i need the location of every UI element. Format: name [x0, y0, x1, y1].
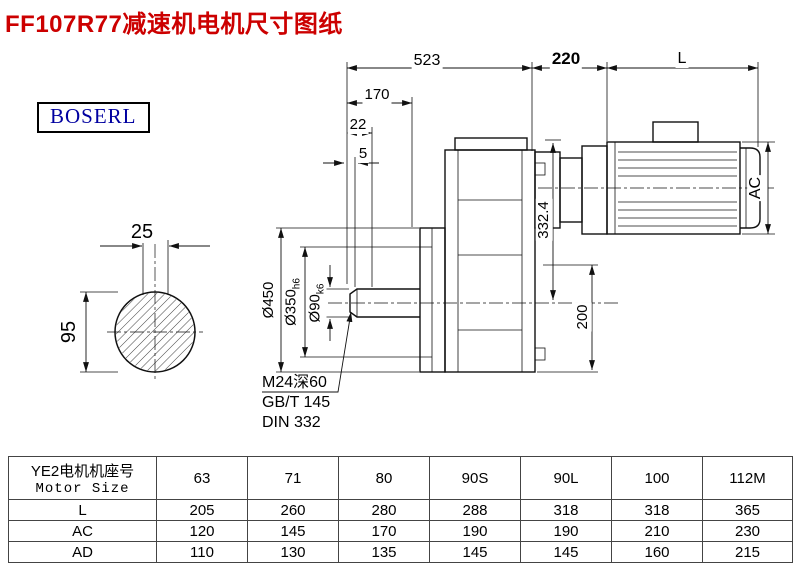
cell: 288	[429, 499, 521, 521]
cell: 145	[247, 520, 339, 542]
cell: 170	[338, 520, 430, 542]
dim-spigot-diameter: Ø350h6	[282, 276, 303, 328]
brand-badge: BOSERL	[37, 102, 150, 133]
table-row-AC: AC 120 145 170 190 190 210 230	[8, 520, 793, 542]
dim-shaft-tolerance: k6	[315, 283, 327, 295]
dim-shaft-diameter: Ø90k6	[306, 281, 327, 325]
col-header-90S: 90S	[429, 456, 521, 500]
cell: 110	[156, 541, 248, 563]
page-title: FF107R77减速机电机尺寸图纸	[5, 11, 343, 38]
cell: 190	[520, 520, 612, 542]
dim-motor-flange: 220	[549, 49, 583, 69]
dim-shaft-value: Ø90	[306, 294, 324, 323]
note-tapped-hole: M24深60	[262, 374, 327, 391]
cell: 205	[156, 499, 248, 521]
row-label-AD: AD	[8, 541, 157, 563]
col-header-90L: 90L	[520, 456, 612, 500]
note-gb-standard: GB/T 145	[262, 394, 331, 411]
dim-motor-diameter-AC: AC	[747, 174, 765, 202]
cell: 365	[702, 499, 793, 521]
dim-spigot-tolerance: h6	[291, 278, 303, 290]
cell: 130	[247, 541, 339, 563]
row-label-AC: AC	[8, 520, 157, 542]
dim-shaft-95: 95	[58, 318, 80, 346]
col-header-63: 63	[156, 456, 248, 500]
cell: 215	[702, 541, 793, 563]
dim-total-length: 523	[411, 52, 443, 70]
row-label-L: L	[8, 499, 157, 521]
dim-5: 5	[356, 145, 370, 163]
col-header-71: 71	[247, 456, 339, 500]
dim-170: 170	[362, 86, 392, 104]
cell: 160	[611, 541, 703, 563]
col-header-100: 100	[611, 456, 703, 500]
cell: 280	[338, 499, 430, 521]
cell: 210	[611, 520, 703, 542]
technical-drawing	[80, 62, 775, 393]
dim-22: 22	[347, 116, 369, 134]
motor-size-header-cn: YE2电机机座号	[30, 462, 135, 480]
table-header-row: YE2电机机座号 Motor Size 63 71 80 90S 90L 100…	[8, 456, 793, 500]
note-din-standard: DIN 332	[262, 414, 321, 431]
dim-height-332: 332.4	[534, 199, 553, 241]
cell: 145	[520, 541, 612, 563]
motor-size-header: YE2电机机座号 Motor Size	[8, 456, 157, 500]
dim-200: 200	[573, 302, 592, 332]
dim-motor-length-L: L	[675, 50, 689, 68]
col-header-80: 80	[338, 456, 430, 500]
cell: 120	[156, 520, 248, 542]
cell: 145	[429, 541, 521, 563]
cell: 135	[338, 541, 430, 563]
table-row-AD: AD 110 130 135 145 145 160 215	[8, 541, 793, 563]
cell: 318	[611, 499, 703, 521]
dim-spigot-value: Ø350	[282, 289, 300, 326]
table-row-L: L 205 260 280 288 318 318 365	[8, 499, 793, 521]
dim-flange-diameter: Ø450	[259, 279, 278, 321]
col-header-112M: 112M	[702, 456, 793, 500]
cell: 190	[429, 520, 521, 542]
dim-key-width: 25	[128, 221, 156, 243]
motor-size-header-en: Motor Size	[35, 480, 130, 497]
cell: 318	[520, 499, 612, 521]
cell: 230	[702, 520, 793, 542]
spec-table: YE2电机机座号 Motor Size 63 71 80 90S 90L 100…	[8, 456, 793, 563]
cell: 260	[247, 499, 339, 521]
